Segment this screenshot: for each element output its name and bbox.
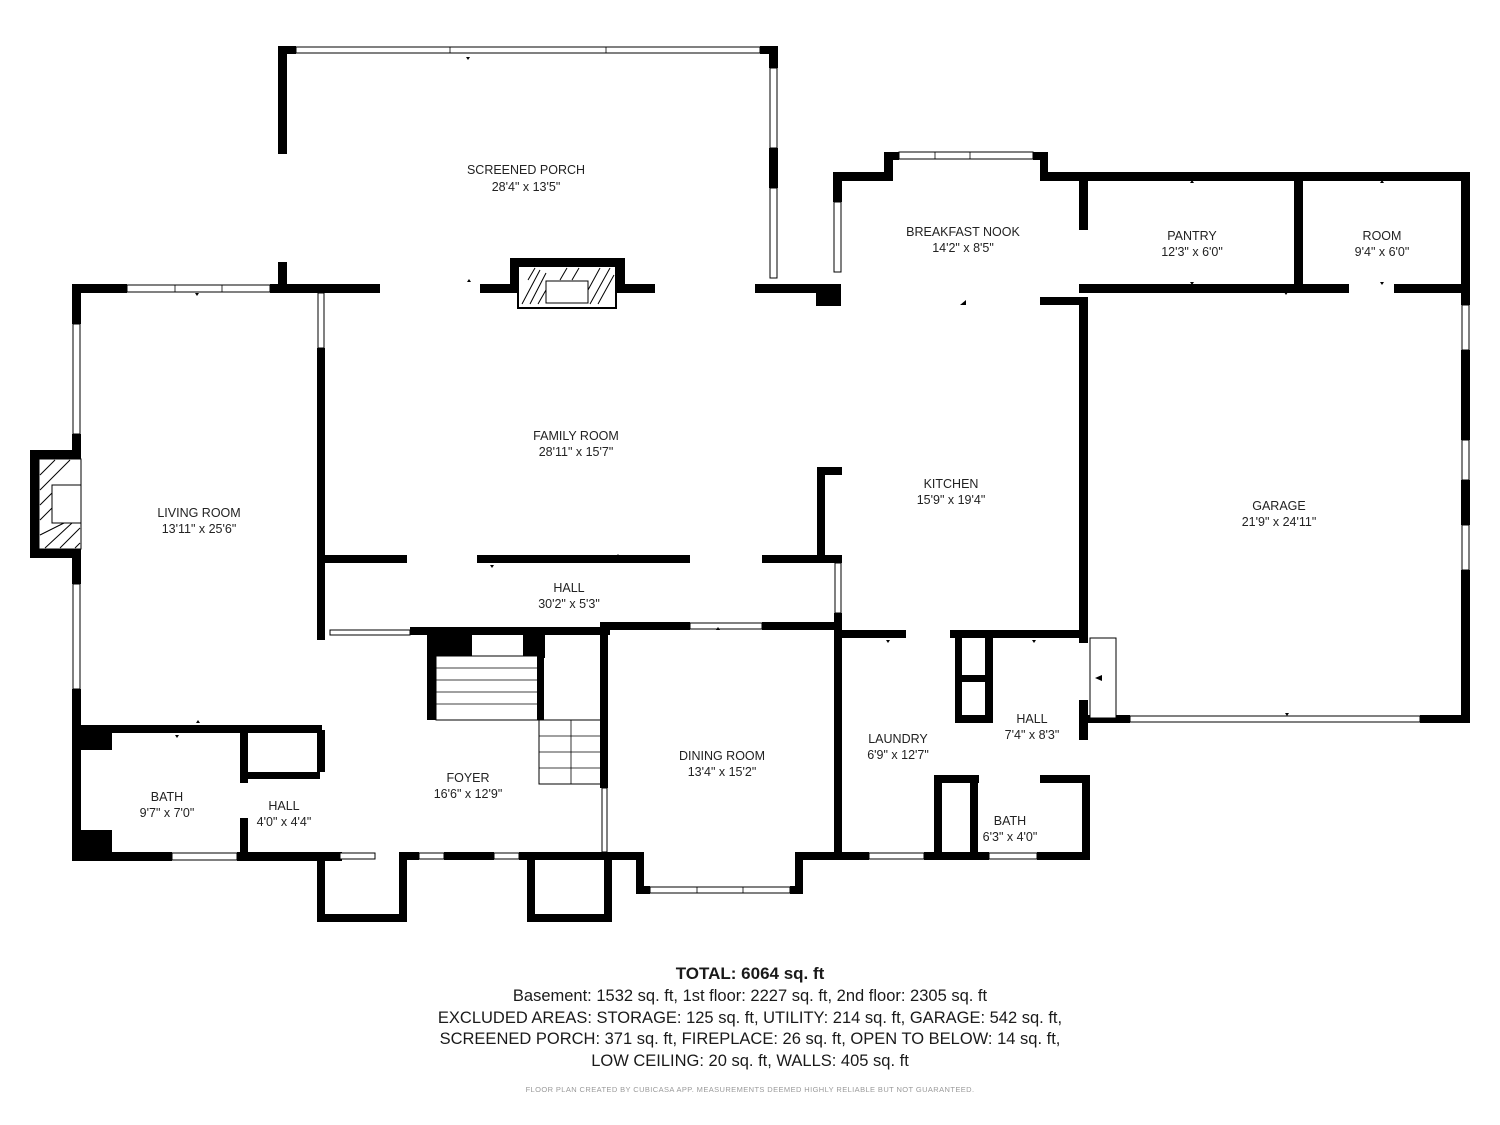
room-name-hall-west: HALL xyxy=(268,799,299,813)
room-dims-room: 9'4" x 6'0" xyxy=(1355,245,1410,259)
floor-areas-line: Basement: 1532 sq. ft, 1st floor: 2227 s… xyxy=(512,987,988,1005)
floor-plan: SCREENED PORCH 28'4" x 13'5" BREAKFAST N… xyxy=(30,46,1470,922)
room-name-hall-east: HALL xyxy=(1016,712,1047,726)
room-name-laundry: LAUNDRY xyxy=(868,732,928,746)
room-name-bath-west: BATH xyxy=(151,790,183,804)
excluded-areas-line-1: EXCLUDED AREAS: STORAGE: 125 sq. ft, UTI… xyxy=(437,1008,1063,1027)
room-dims-bath-west: 9'7" x 7'0" xyxy=(140,806,195,820)
room-dims-living-room: 13'11" x 25'6" xyxy=(162,522,237,536)
room-dims-dining-room: 13'4" x 15'2" xyxy=(688,765,757,779)
room-name-breakfast-nook: BREAKFAST NOOK xyxy=(906,225,1020,239)
room-name-dining-room: DINING ROOM xyxy=(679,749,765,763)
room-dims-foyer: 16'6" x 12'9" xyxy=(434,787,503,801)
room-name-kitchen: KITCHEN xyxy=(924,477,979,491)
room-dims-hall-west: 4'0" x 4'4" xyxy=(257,815,312,829)
walls xyxy=(30,46,1470,922)
room-name-room: ROOM xyxy=(1363,229,1402,243)
room-dims-bath-east: 6'3" x 4'0" xyxy=(983,830,1038,844)
room-name-hall-main: HALL xyxy=(553,581,584,595)
room-name-bath-east: BATH xyxy=(994,814,1026,828)
room-labels: SCREENED PORCH 28'4" x 13'5" BREAKFAST N… xyxy=(140,163,1410,844)
room-name-family-room: FAMILY ROOM xyxy=(533,429,619,443)
area-summary: TOTAL: 6064 sq. ft Basement: 1532 sq. ft… xyxy=(0,962,1500,1094)
room-name-garage: GARAGE xyxy=(1252,499,1306,513)
room-dims-hall-east: 7'4" x 8'3" xyxy=(1005,728,1060,742)
room-dims-pantry: 12'3" x 6'0" xyxy=(1161,245,1223,259)
room-dims-hall-main: 30'2" x 5'3" xyxy=(538,597,600,611)
room-name-living-room: LIVING ROOM xyxy=(157,506,240,520)
room-dims-family-room: 28'11" x 15'7" xyxy=(539,445,614,459)
room-dims-breakfast-nook: 14'2" x 8'5" xyxy=(932,241,994,255)
room-name-foyer: FOYER xyxy=(446,771,489,785)
excluded-areas-line-3: LOW CEILING: 20 sq. ft, WALLS: 405 sq. f… xyxy=(591,1051,909,1070)
room-name-pantry: PANTRY xyxy=(1167,229,1217,243)
room-dims-screened-porch: 28'4" x 13'5" xyxy=(492,180,561,194)
door-markers xyxy=(175,57,1384,738)
room-dims-kitchen: 15'9" x 19'4" xyxy=(917,493,986,507)
room-name-screened-porch: SCREENED PORCH xyxy=(467,163,585,177)
excluded-areas-line-2: SCREENED PORCH: 371 sq. ft, FIREPLACE: 2… xyxy=(439,1030,1061,1048)
total-area: TOTAL: 6064 sq. ft xyxy=(675,964,825,983)
room-dims-garage: 21'9" x 24'11" xyxy=(1242,515,1317,529)
room-dims-laundry: 6'9" x 12'7" xyxy=(867,748,929,762)
credit-disclaimer: FLOOR PLAN CREATED BY CUBICASA APP. MEAS… xyxy=(525,1085,975,1094)
